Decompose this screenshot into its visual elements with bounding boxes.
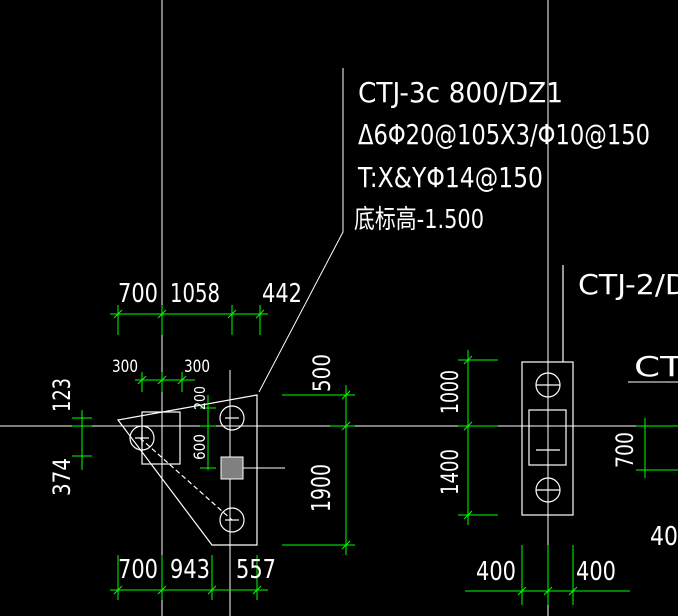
dim-vert-500: 500 [308,354,336,392]
callout-right: CTJ-2/D CTJ [578,268,678,383]
pile-circle-left [129,425,155,451]
dim-edge-40: 40 [650,522,678,552]
dim-vert-1400: 1400 [436,449,464,495]
dim-pile-300-b: 300 [184,357,210,377]
dim-bot-557: 557 [236,555,276,585]
dim-bot-400-b: 400 [576,557,616,587]
dim-vert-123: 123 [48,378,76,412]
pile-cap-diagonal [139,437,233,521]
dims-left-text: 700 1058 442 300 300 200 600 123 374 500… [48,279,337,585]
dim-pile-600: 600 [190,434,209,460]
callout-line-3: T:X&YΦ14@150 [357,161,543,194]
dims-right-lines [458,350,678,605]
pile-cap-ctj2-outline [521,361,574,516]
callout-main: CTJ-3c 800/DZ1 Δ6Φ20@105X3/Φ10@150 T:X&Y… [354,76,650,235]
dim-vert-374: 374 [48,458,76,496]
dim-vert-700-right: 700 [611,432,639,468]
dim-pile-200: 200 [191,386,209,410]
dim-top-700: 700 [118,279,158,309]
pile-cap-ctj3c [116,394,258,546]
callout-line-1: CTJ-3c 800/DZ1 [358,76,563,109]
pile-cap-outline [116,394,258,546]
callout-right-b: CTJ [634,350,678,383]
dim-top-1058: 1058 [170,279,220,309]
dim-bot-400-a: 400 [476,557,516,587]
dim-bot-943: 943 [170,555,210,585]
callout-leader [258,68,344,393]
pile-cap-ctj2 [521,265,574,516]
dim-bot-700: 700 [118,555,158,585]
pedestal-ctj2 [528,409,567,466]
dims-left-lines [72,305,355,600]
pile-circle-bottom [219,507,245,533]
column-dz1 [220,456,244,480]
dim-vert-1900: 1900 [307,464,337,512]
callout-line-2: Δ6Φ20@105X3/Φ10@150 [358,118,650,151]
dim-top-442: 442 [262,279,302,309]
callout-right-a: CTJ-2/D [578,268,678,301]
pile-circle-top [219,405,245,431]
dims-right-text: 1000 1400 400 400 700 40 [436,370,678,587]
callout-line-4: 底标高-1.500 [354,205,484,235]
dim-pile-300-a: 300 [112,357,138,377]
dim-vert-1000: 1000 [436,370,464,414]
